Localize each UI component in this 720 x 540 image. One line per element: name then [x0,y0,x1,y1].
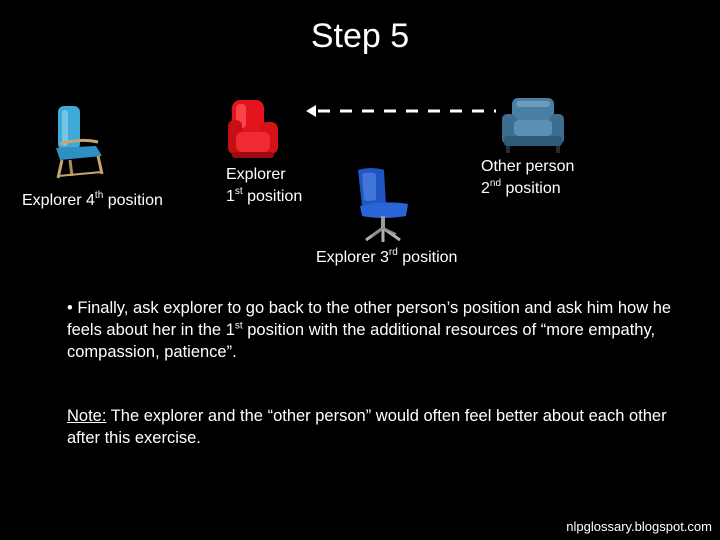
slide-title: Step 5 [310,17,410,55]
slate-armchair-icon [502,98,564,153]
dashed-left-arrow-icon [306,105,496,117]
third-position-label: Explorer 3rd position [316,246,458,266]
red-armchair-icon [228,100,278,158]
second-position-label: Other person 2nd position [481,158,575,197]
note-label: Note: [67,407,107,425]
blue-office-chair-icon [358,168,408,242]
bullet-paragraph: • Finally, ask explorer to go back to th… [67,299,672,361]
light-blue-armchair-icon [56,106,104,179]
footer-source: nlpglossary.blogspot.com [566,519,712,534]
first-position-label: Explorer 1st position [226,166,303,205]
note-paragraph: Note: The explorer and the “other person… [67,407,667,447]
fourth-position-label: Explorer 4th position [22,189,163,209]
